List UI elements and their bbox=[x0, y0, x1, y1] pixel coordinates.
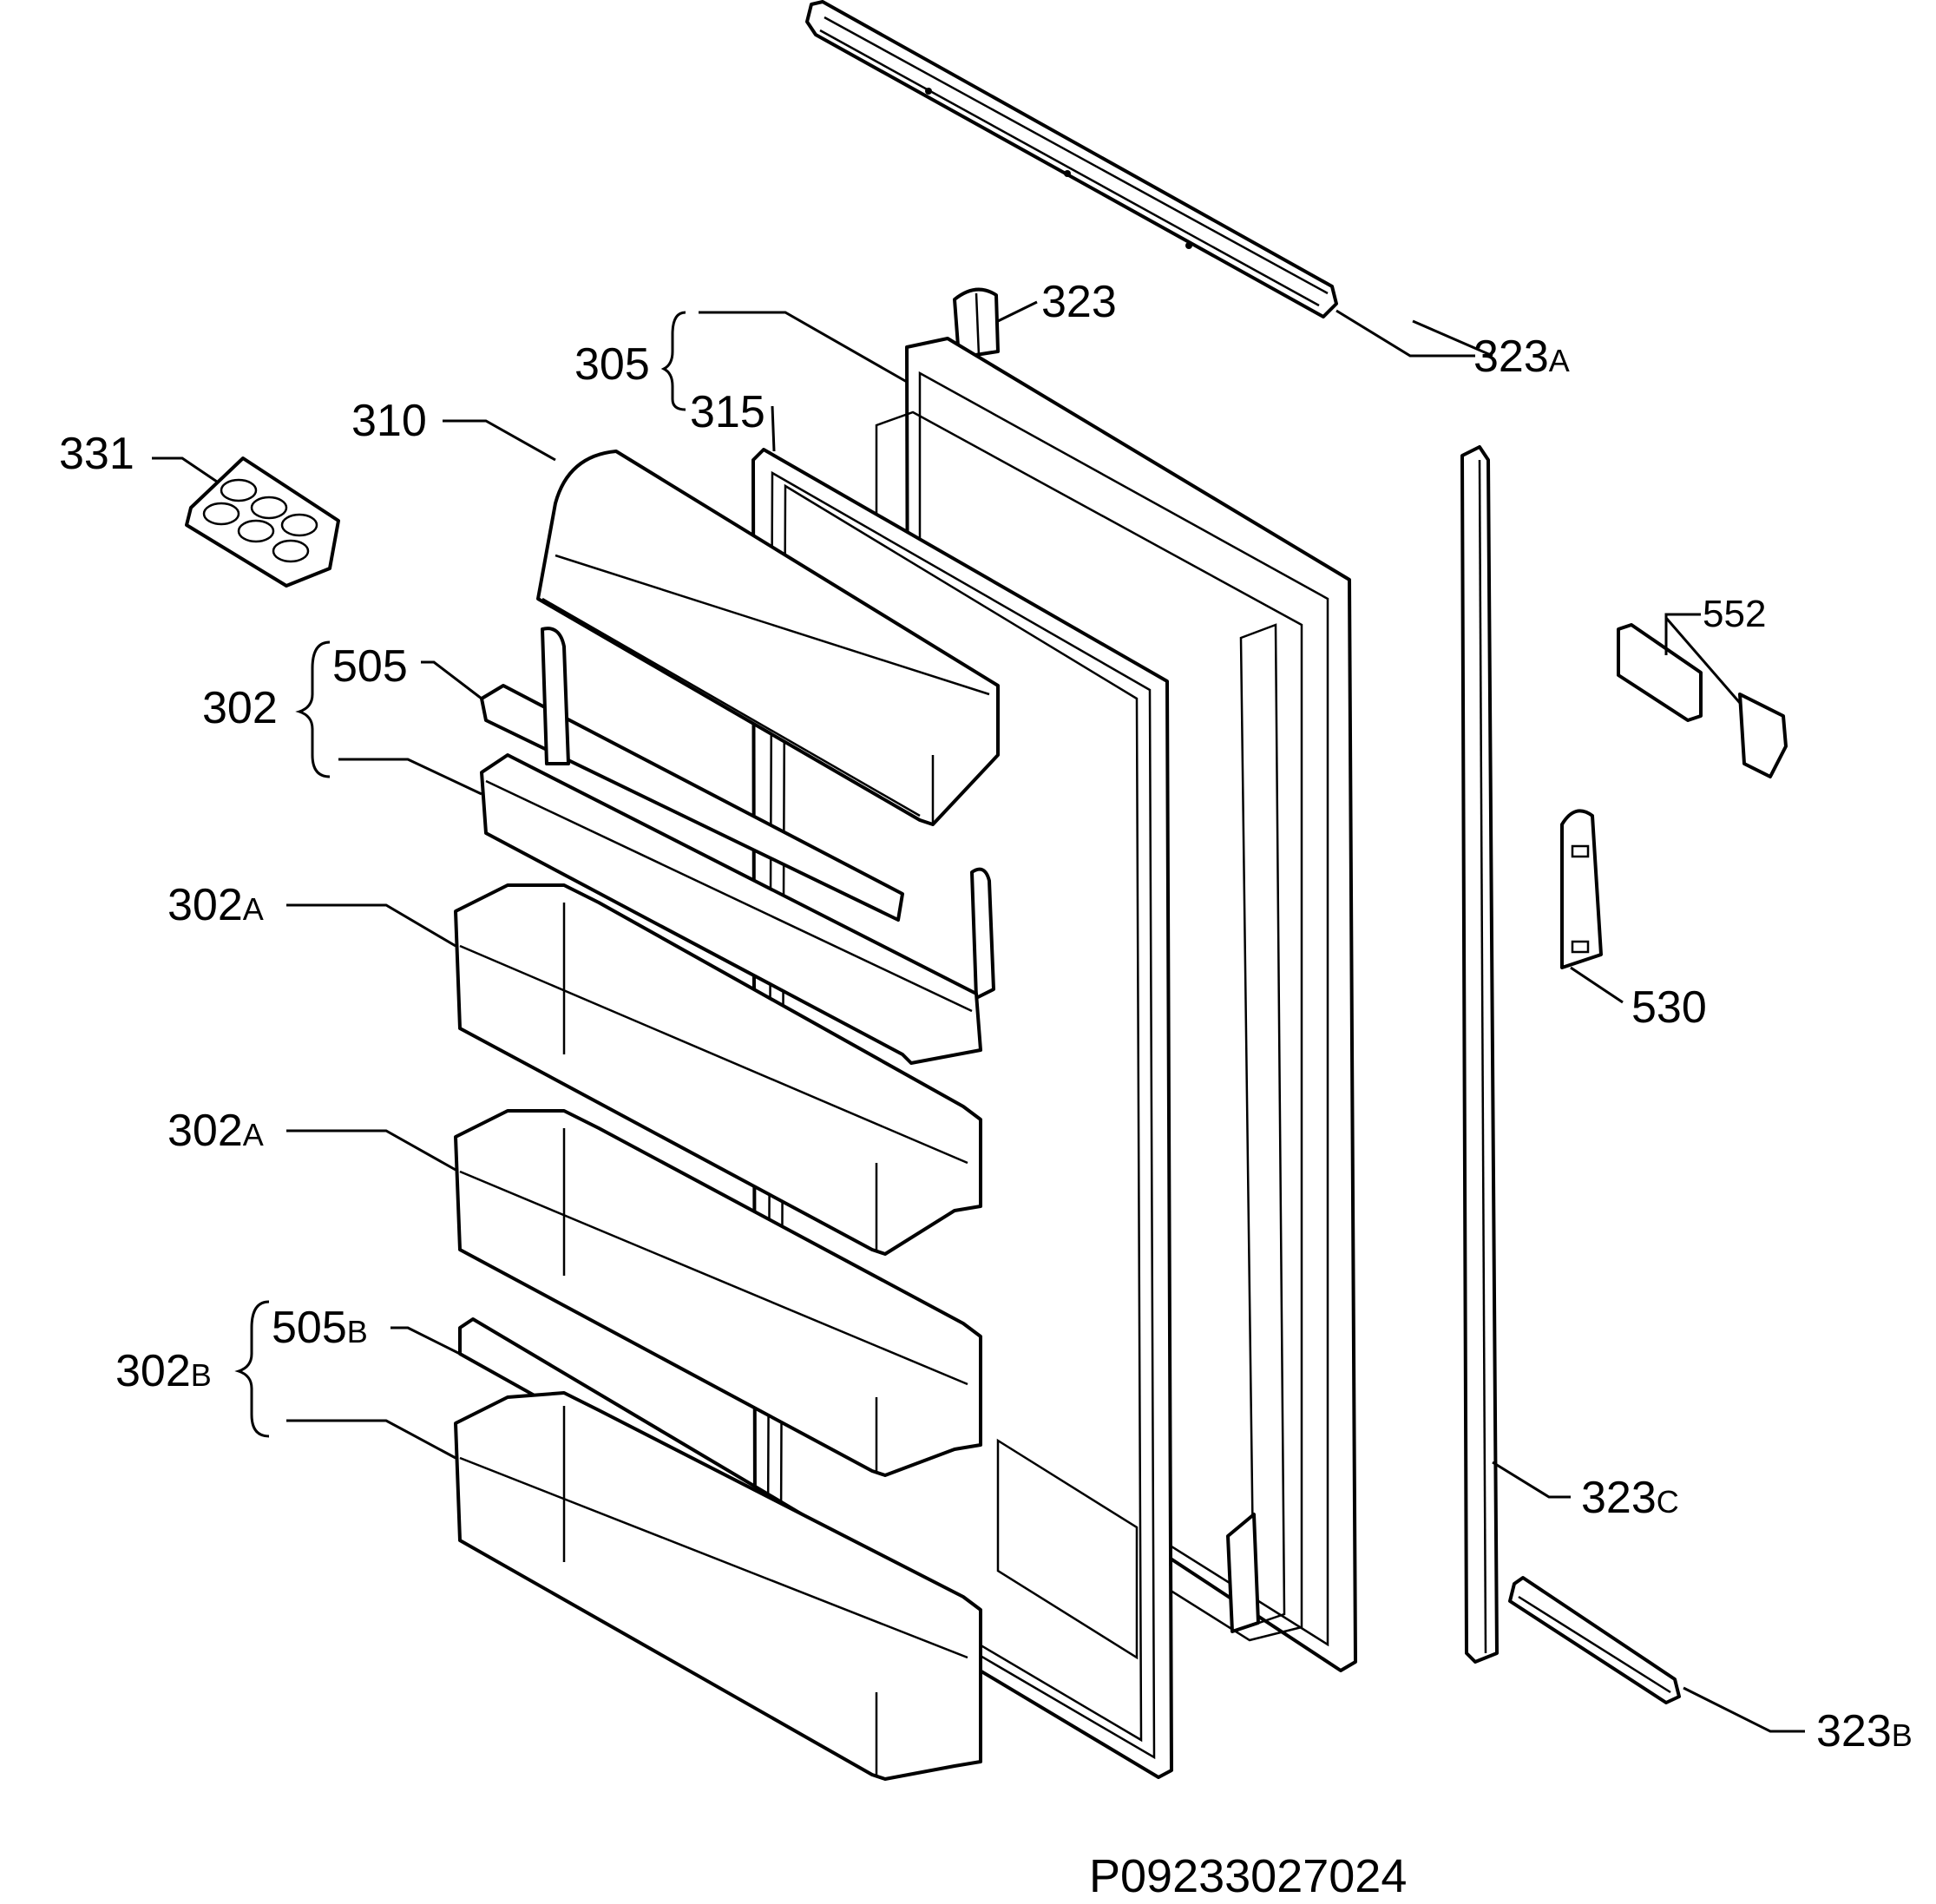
label-331: 331 bbox=[59, 429, 135, 479]
label-530: 530 bbox=[1631, 982, 1707, 1033]
diagram-code: P09233027024 bbox=[1089, 1850, 1407, 1902]
part-butter-compartment bbox=[536, 450, 1000, 826]
part-door-bin-302a-upper bbox=[454, 883, 982, 1256]
part-vertical-strip bbox=[1460, 445, 1499, 1664]
part-hinge-pin bbox=[953, 287, 1000, 359]
part-door-bin-302 bbox=[480, 627, 995, 1065]
label-323a: 323A bbox=[1473, 332, 1570, 382]
part-door-bin-302a-lower bbox=[454, 1109, 982, 1477]
label-302b: 302B bbox=[115, 1346, 212, 1396]
label-302: 302 bbox=[202, 683, 278, 733]
part-egg-tray bbox=[185, 456, 340, 588]
braces bbox=[234, 311, 686, 1438]
part-hinge-brackets bbox=[1617, 623, 1788, 778]
part-door-handle bbox=[1560, 809, 1603, 969]
part-top-rail bbox=[805, 0, 1338, 318]
label-315: 315 bbox=[690, 387, 765, 437]
label-505b: 505B bbox=[272, 1303, 368, 1353]
label-323: 323 bbox=[1041, 277, 1117, 327]
label-305: 305 bbox=[574, 339, 650, 390]
leader-lines bbox=[152, 300, 1805, 1733]
label-552: 552 bbox=[1703, 593, 1766, 635]
label-302a-upper: 302A bbox=[167, 880, 264, 930]
part-labels: 323 323A 305 315 310 331 505 302 552 302… bbox=[59, 277, 1913, 1902]
label-505: 505 bbox=[332, 641, 408, 692]
label-310: 310 bbox=[351, 396, 427, 446]
label-323c: 323C bbox=[1581, 1473, 1679, 1523]
part-bottom-rail bbox=[1508, 1576, 1681, 1704]
label-302a-lower: 302A bbox=[167, 1106, 264, 1156]
label-323b: 323B bbox=[1816, 1706, 1913, 1756]
part-door-bin-302b bbox=[454, 1317, 982, 1781]
